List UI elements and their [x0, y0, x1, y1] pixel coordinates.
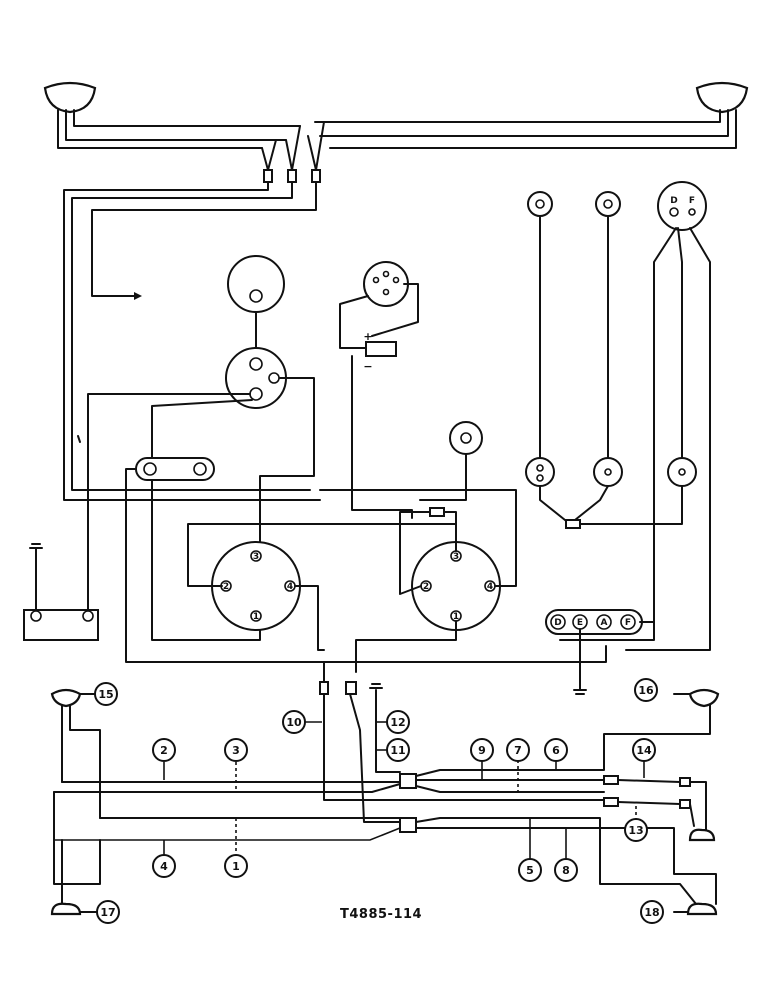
lamp-16: [688, 688, 720, 708]
callout-5: 5: [518, 858, 542, 882]
gauge-term-d: D: [670, 196, 677, 206]
callout-9: 9: [470, 738, 494, 762]
plus-sign: +: [363, 330, 372, 343]
block-term-d: D: [554, 618, 561, 628]
callout-12: 12: [386, 710, 410, 734]
headlamp-top-left: [43, 81, 97, 114]
callout-17: 17: [96, 900, 120, 924]
connector-11: [345, 681, 357, 695]
junction-lower: [399, 817, 417, 833]
reg-right-term-4: 4: [487, 582, 493, 592]
lower-harness: [53, 661, 717, 905]
callout-14: 14: [632, 738, 656, 762]
svg-text:6: 6: [552, 744, 560, 757]
reg-right-term-1: 1: [453, 612, 459, 622]
top-harness: [43, 81, 749, 501]
headlamp-top-right: [695, 81, 749, 114]
regulator-left: 3 2 4 1: [187, 523, 457, 651]
earth-symbol-lower: [369, 683, 383, 689]
lamp-15: [50, 688, 82, 708]
reg-left-term-2: 2: [223, 582, 229, 592]
callout-4: 4: [152, 854, 176, 878]
gauge-c: [657, 181, 707, 231]
svg-text:15: 15: [98, 688, 113, 701]
callout-2: 2: [152, 738, 176, 762]
earth-symbol-left: [29, 543, 43, 549]
reg-left-term-4: 4: [287, 582, 293, 592]
harness-connector-1: [263, 169, 273, 183]
gauge-term-f: F: [689, 196, 695, 206]
drawing-reference: T4885-114: [340, 907, 422, 922]
horn-push: [227, 255, 285, 313]
callout-1: 1: [224, 854, 248, 878]
svg-text:8: 8: [562, 864, 570, 877]
callout-7: 7: [506, 738, 530, 762]
lamp-17: [50, 902, 82, 916]
coil: [365, 341, 397, 357]
svg-text:5: 5: [526, 864, 534, 877]
earth-symbol-block: [573, 689, 587, 695]
callout-6: 6: [544, 738, 568, 762]
lamp-right-small: [688, 828, 716, 842]
terminal-block: D E A F: [545, 609, 655, 695]
connector-10: [319, 681, 329, 695]
svg-text:18: 18: [644, 906, 659, 919]
coil-assembly: + −: [339, 261, 419, 519]
reg-right-term-2: 2: [423, 582, 429, 592]
block-term-e: E: [577, 618, 583, 628]
svg-text:7: 7: [514, 744, 522, 757]
battery: [23, 543, 99, 641]
callout-13: 13: [624, 818, 648, 842]
svg-text:17: 17: [100, 906, 115, 919]
minus-sign: −: [363, 360, 372, 373]
lower-lamps: [50, 688, 720, 916]
callout-16: 16: [634, 678, 658, 702]
reg-right-term-3: 3: [453, 552, 459, 562]
reg-left-term-3: 3: [253, 552, 259, 562]
inline-fuse: [429, 507, 445, 517]
block-term-f: F: [625, 618, 631, 628]
svg-text:10: 10: [286, 716, 302, 729]
reg-left-term-1: 1: [253, 612, 259, 622]
svg-text:1: 1: [232, 860, 240, 873]
svg-text:16: 16: [638, 684, 654, 697]
callout-10: 10: [282, 710, 306, 734]
harness-connector-2: [287, 169, 297, 183]
callout-8: 8: [554, 858, 578, 882]
svg-text:3: 3: [232, 744, 240, 757]
lamp-18: [686, 902, 718, 916]
callout-15: 15: [94, 682, 118, 706]
svg-text:13: 13: [628, 824, 643, 837]
gauges: D F: [525, 181, 711, 651]
svg-text:12: 12: [390, 716, 405, 729]
callout-18: 18: [640, 900, 664, 924]
center-left-devices: [87, 255, 607, 663]
distributor: [363, 261, 409, 307]
regulator-right: 3 2 4 1: [319, 421, 517, 673]
harness-connector-3: [311, 169, 321, 183]
junction-upper: [399, 773, 417, 789]
svg-text:11: 11: [390, 744, 405, 757]
svg-text:14: 14: [636, 744, 652, 757]
svg-text:2: 2: [160, 744, 168, 757]
block-term-a: A: [601, 618, 608, 628]
callouts: 1 2 3 4 5 6 7 8 9 10 11 12 13 14 15 16 1…: [94, 678, 664, 924]
svg-text:9: 9: [478, 744, 486, 757]
callout-11: 11: [386, 738, 410, 762]
svg-text:4: 4: [160, 860, 168, 873]
arrow-right: [134, 292, 142, 300]
callout-3: 3: [224, 738, 248, 762]
